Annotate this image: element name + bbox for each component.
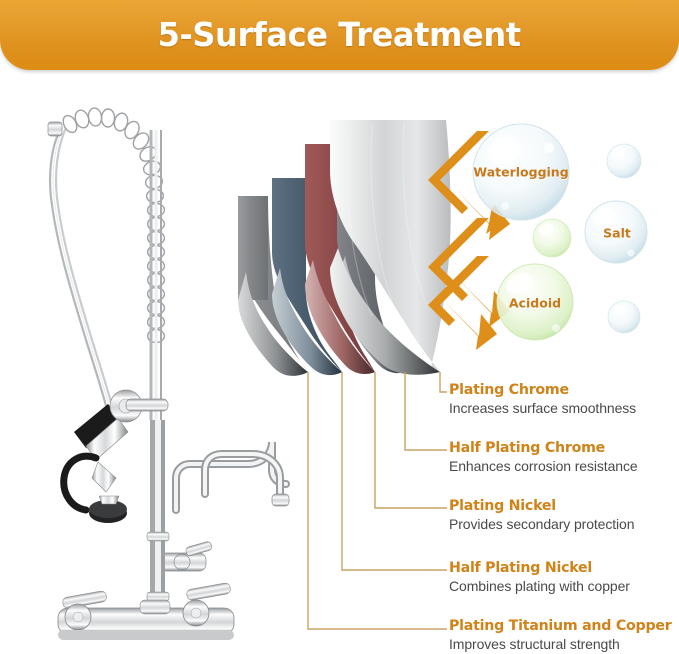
leader-plating-chrome	[439, 372, 447, 393]
callout-title: Half Plating Nickel	[449, 560, 593, 576]
spout-lever	[185, 541, 212, 557]
leader-plating-nickel	[374, 372, 447, 509]
swing-spout	[172, 441, 290, 514]
hot-handle	[182, 582, 231, 627]
callout-title: Plating Titanium and Copper	[449, 618, 672, 634]
spring-coil	[48, 126, 116, 415]
callout-description: Enhances corrosion resistance	[449, 458, 638, 474]
callout-half-plating-chrome: Half Plating Chrome Enhances corrosion r…	[449, 440, 679, 476]
callout-title: Half Plating Chrome	[449, 440, 606, 456]
callout-half-plating-nickel: Half Plating Nickel Combines plating wit…	[449, 560, 679, 596]
bubble-label-salt: Salt	[603, 225, 631, 241]
leader-plating-titanium-copper	[307, 372, 447, 630]
arrow-2	[428, 218, 510, 327]
bubble-small-2	[532, 218, 572, 258]
bubble-label-acidoid: Acidoid	[508, 295, 562, 311]
bubble-label-waterlogging: Waterlogging	[473, 164, 569, 180]
leader-lines	[307, 372, 447, 630]
layer-half-plating-nickel	[272, 178, 342, 372]
callout-description: Combines plating with copper	[449, 578, 630, 594]
deflection-arrows	[428, 131, 510, 350]
callout-plating-chrome: Plating Chrome Increases surface smoothn…	[449, 382, 679, 418]
bubble-small-1	[606, 143, 642, 179]
spray-handle-guard	[60, 452, 100, 514]
callout-description: Improves structural strength	[449, 636, 620, 652]
coil-collar	[47, 121, 63, 137]
main-column	[146, 420, 170, 610]
arrow-3	[428, 256, 497, 350]
cold-handle	[62, 590, 107, 631]
callout-description: Provides secondary protection	[449, 516, 635, 532]
faucet-illustration	[47, 107, 290, 640]
callout-title: Plating Nickel	[449, 498, 556, 514]
leader-half-plating-chrome	[404, 372, 447, 451]
bubble-acidoid	[496, 263, 574, 341]
bubble-salt	[584, 200, 648, 264]
wall-bracket	[109, 389, 169, 423]
wall-mount-base	[57, 582, 235, 640]
callout-title: Plating Chrome	[449, 382, 569, 398]
leader-half-plating-nickel	[341, 372, 447, 571]
callout-description: Increases surface smoothness	[449, 400, 637, 416]
coating-layers	[238, 120, 451, 376]
page-title: 5-Surface Treatment	[157, 15, 522, 54]
arrow-1	[428, 131, 510, 240]
spout-aerator	[271, 493, 290, 507]
callout-plating-titanium-copper: Plating Titanium and Copper Improves str…	[449, 618, 679, 654]
bubble-small-3	[607, 300, 641, 334]
layer-plating-chrome	[330, 120, 451, 372]
header-banner: 5-Surface Treatment	[0, 0, 679, 70]
environment-bubbles	[472, 123, 648, 341]
callout-plating-nickel: Plating Nickel Provides secondary protec…	[449, 498, 679, 534]
spout-valve	[159, 541, 212, 572]
bubble-waterlogging	[472, 123, 570, 221]
spray-valve	[60, 404, 129, 523]
